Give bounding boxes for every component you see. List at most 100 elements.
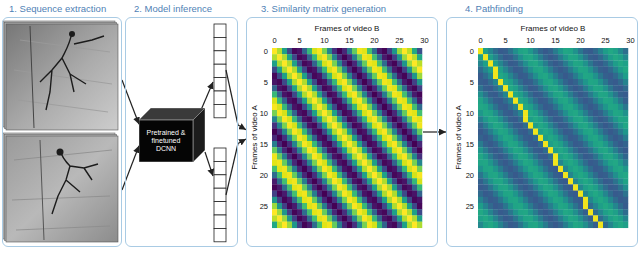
matrix-cell xyxy=(342,54,347,60)
matrix-cell xyxy=(578,79,583,85)
matrix-cell xyxy=(347,98,352,104)
matrix-cell xyxy=(513,153,518,159)
matrix-cell xyxy=(372,129,377,135)
matrix-cell xyxy=(417,122,422,128)
matrix-cell xyxy=(407,79,412,85)
matrix-cell xyxy=(287,85,292,91)
matrix-cell xyxy=(377,203,382,209)
tick-label: 15 xyxy=(345,36,353,45)
matrix-cell xyxy=(282,222,287,228)
matrix-cell xyxy=(558,73,563,79)
matrix-cell xyxy=(578,172,583,178)
matrix-cell xyxy=(317,141,322,147)
matrix-cell xyxy=(362,67,367,73)
matrix-cell xyxy=(623,141,628,147)
matrix-cell xyxy=(362,166,367,172)
matrix-cell xyxy=(312,122,317,128)
matrix-cell xyxy=(372,79,377,85)
matrix-cell xyxy=(382,172,387,178)
matrix-cell xyxy=(523,215,528,221)
matrix-cell xyxy=(347,54,352,60)
matrix-cell xyxy=(377,79,382,85)
matrix-cell xyxy=(623,73,628,79)
matrix-cell xyxy=(478,135,483,141)
matrix-cell xyxy=(573,135,578,141)
matrix-cell xyxy=(362,141,367,147)
matrix-cell xyxy=(553,54,558,60)
matrix-cell xyxy=(312,178,317,184)
matrix-cell xyxy=(613,160,618,166)
matrix-cell xyxy=(568,122,573,128)
matrix-cell xyxy=(397,60,402,66)
feature-vector-top xyxy=(214,24,226,118)
matrix-cell xyxy=(503,166,508,172)
matrix-cell xyxy=(337,60,342,66)
matrix-cell xyxy=(307,79,312,85)
matrix-cell xyxy=(478,54,483,60)
matrix-cell xyxy=(337,172,342,178)
matrix-cell xyxy=(568,184,573,190)
matrix-cell xyxy=(568,203,573,209)
matrix-cell xyxy=(593,98,598,104)
matrix-cell xyxy=(553,129,558,135)
matrix-cell xyxy=(307,209,312,215)
matrix-cell xyxy=(603,135,608,141)
matrix-cell xyxy=(382,135,387,141)
matrix-cell xyxy=(608,116,613,122)
matrix-cell xyxy=(302,178,307,184)
matrix-cell xyxy=(568,197,573,203)
matrix-cell xyxy=(367,60,372,66)
matrix-cell xyxy=(623,222,628,228)
matrix-cell xyxy=(583,73,588,79)
matrix-cell xyxy=(508,160,513,166)
matrix-cell xyxy=(588,184,593,190)
matrix-cell xyxy=(397,73,402,79)
matrix-cell xyxy=(608,48,613,54)
matrix-cell xyxy=(588,110,593,116)
matrix-cell xyxy=(382,191,387,197)
matrix-cell xyxy=(417,215,422,221)
matrix-cell xyxy=(533,129,538,135)
matrix-cell xyxy=(297,222,302,228)
matrix-cell xyxy=(488,73,493,79)
matrix-cell xyxy=(367,222,372,228)
matrix-cell xyxy=(528,79,533,85)
matrix-cell xyxy=(312,135,317,141)
tick-label: 30 xyxy=(420,36,428,45)
matrix-cell xyxy=(523,73,528,79)
matrix-cell xyxy=(498,79,503,85)
matrix-cell xyxy=(588,85,593,91)
matrix-cell xyxy=(548,129,553,135)
matrix-cell xyxy=(538,110,543,116)
matrix-cell xyxy=(347,153,352,159)
matrix-cell xyxy=(513,141,518,147)
matrix-cell xyxy=(538,147,543,153)
matrix-cell xyxy=(623,203,628,209)
matrix-cell xyxy=(513,166,518,172)
matrix-cell xyxy=(362,110,367,116)
matrix-cell xyxy=(548,147,553,153)
axis-title: Frames of video B xyxy=(315,24,380,33)
matrix-cell xyxy=(367,91,372,97)
matrix-cell xyxy=(312,160,317,166)
matrix-cell xyxy=(548,215,553,221)
matrix-cell xyxy=(337,160,342,166)
matrix-cell xyxy=(613,191,618,197)
matrix-cell xyxy=(503,91,508,97)
matrix-cell xyxy=(272,153,277,159)
matrix-cell xyxy=(608,203,613,209)
matrix-cell xyxy=(488,160,493,166)
matrix-cell xyxy=(493,85,498,91)
matrix-cell xyxy=(563,67,568,73)
matrix-cell xyxy=(282,54,287,60)
matrix-cell xyxy=(553,85,558,91)
matrix-cell xyxy=(367,203,372,209)
matrix-cell xyxy=(312,147,317,153)
matrix-cell xyxy=(573,98,578,104)
matrix-cell xyxy=(362,73,367,79)
matrix-cell xyxy=(307,48,312,54)
matrix-cell xyxy=(508,54,513,60)
matrix-cell xyxy=(297,160,302,166)
matrix-cell xyxy=(608,141,613,147)
matrix-cell xyxy=(548,222,553,228)
